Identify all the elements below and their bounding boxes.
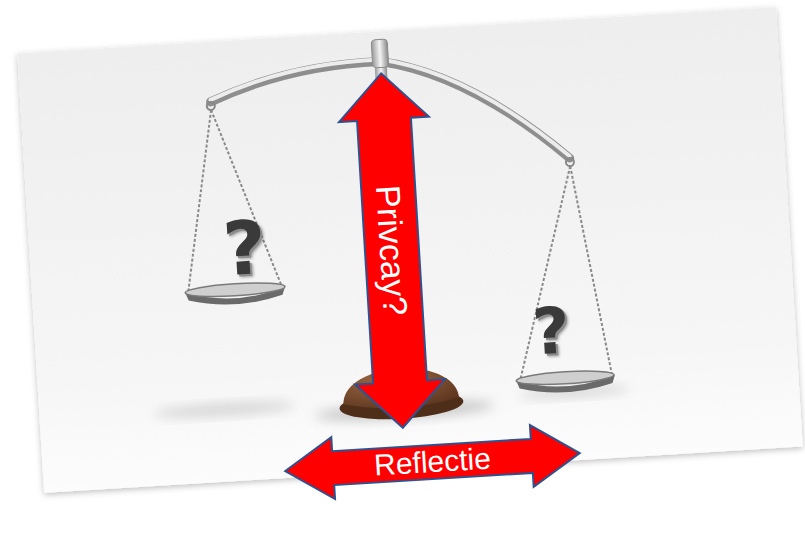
chain	[177, 110, 222, 293]
arrow-label: Privcay?	[371, 184, 413, 316]
arrow-shape	[336, 71, 448, 431]
double-arrow: Reflectie	[283, 422, 581, 502]
question-mark: ?	[531, 298, 572, 364]
double-arrow: Privcay?	[336, 71, 448, 431]
hook	[566, 158, 574, 166]
arrow-label: Reflectie	[373, 443, 491, 480]
question-mark: ?	[221, 210, 268, 286]
photo-background	[17, 7, 802, 493]
scale-pan-rim	[516, 369, 615, 387]
arrow-label-area: Reflectie	[283, 422, 581, 502]
chain	[507, 166, 583, 380]
pivot-finial	[371, 39, 389, 68]
chain	[570, 164, 612, 376]
floor-shadow	[154, 399, 294, 420]
hook	[207, 102, 215, 110]
chain	[211, 106, 282, 290]
arrow-shape	[283, 422, 581, 502]
arrow-label-area: Privcay?	[336, 71, 448, 431]
